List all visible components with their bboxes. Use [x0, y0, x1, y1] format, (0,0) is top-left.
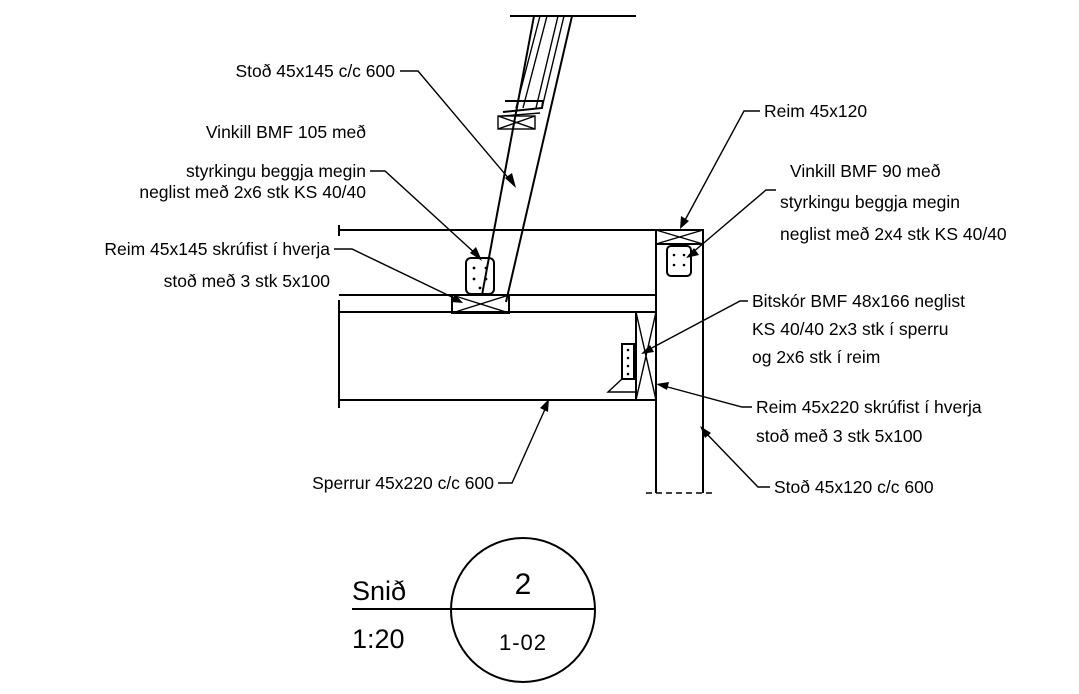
- label-reim-45x220-line1: Reim 45x220 skrúfist í hverja: [756, 397, 982, 417]
- label-vinkill-90-line3: neglist með 2x4 stk KS 40/40: [780, 224, 1007, 244]
- angle-bracket-bmf90: [666, 245, 692, 277]
- joist-hanger-bitskor: [606, 343, 636, 393]
- label-stod-45x120: Stoð 45x120 c/c 600: [774, 477, 934, 497]
- label-vinkill-105-line1: Vinkill BMF 105 með: [206, 122, 366, 142]
- label-vinkill-105-line2: styrkingu beggja megin: [186, 161, 366, 181]
- label-reim-45x220-line2: stoð með 3 stk 5x100: [756, 426, 923, 446]
- angle-bracket-bmf105: [465, 257, 495, 295]
- section-sheet-reference: 1-02: [499, 630, 547, 655]
- label-vinkill-90-line1: Vinkill BMF 90 með: [790, 161, 941, 181]
- label-bitskor-line1: Bitskór BMF 48x166 neglist: [752, 291, 965, 311]
- label-reim-45x145-line2: stoð með 3 stk 5x100: [164, 271, 331, 291]
- plate-reim-45x220: [635, 311, 657, 401]
- inclined-stud: [481, 15, 636, 303]
- label-vinkill-90-line2: styrkingu beggja megin: [780, 192, 960, 212]
- section-label: Snið: [352, 576, 406, 606]
- top-plate-reim-45x145: [451, 294, 510, 314]
- label-sperrur: Sperrur 45x220 c/c 600: [312, 473, 494, 493]
- label-stod-45x145: Stoð 45x145 c/c 600: [235, 61, 395, 81]
- section-scale: 1:20: [352, 624, 405, 654]
- label-vinkill-105-line3: neglist með 2x6 stk KS 40/40: [139, 182, 366, 202]
- label-reim-45x145-line1: Reim 45x145 skrúfist í hverja: [104, 239, 330, 259]
- label-bitskor-line2: KS 40/40 2x3 stk í sperru: [752, 319, 949, 339]
- section-number: 2: [515, 568, 532, 601]
- labels: Stoð 45x145 c/c 600 Vinkill BMF 105 með …: [104, 61, 1007, 497]
- label-reim-45x120: Reim 45x120: [764, 101, 867, 121]
- label-bitskor-line3: og 2x6 stk í reim: [752, 347, 880, 367]
- leaders: [334, 70, 776, 488]
- rafter-sperrur: [338, 225, 656, 408]
- section-mark: Snið 1:20 2 1-02: [352, 537, 596, 683]
- vertical-post: [646, 229, 716, 494]
